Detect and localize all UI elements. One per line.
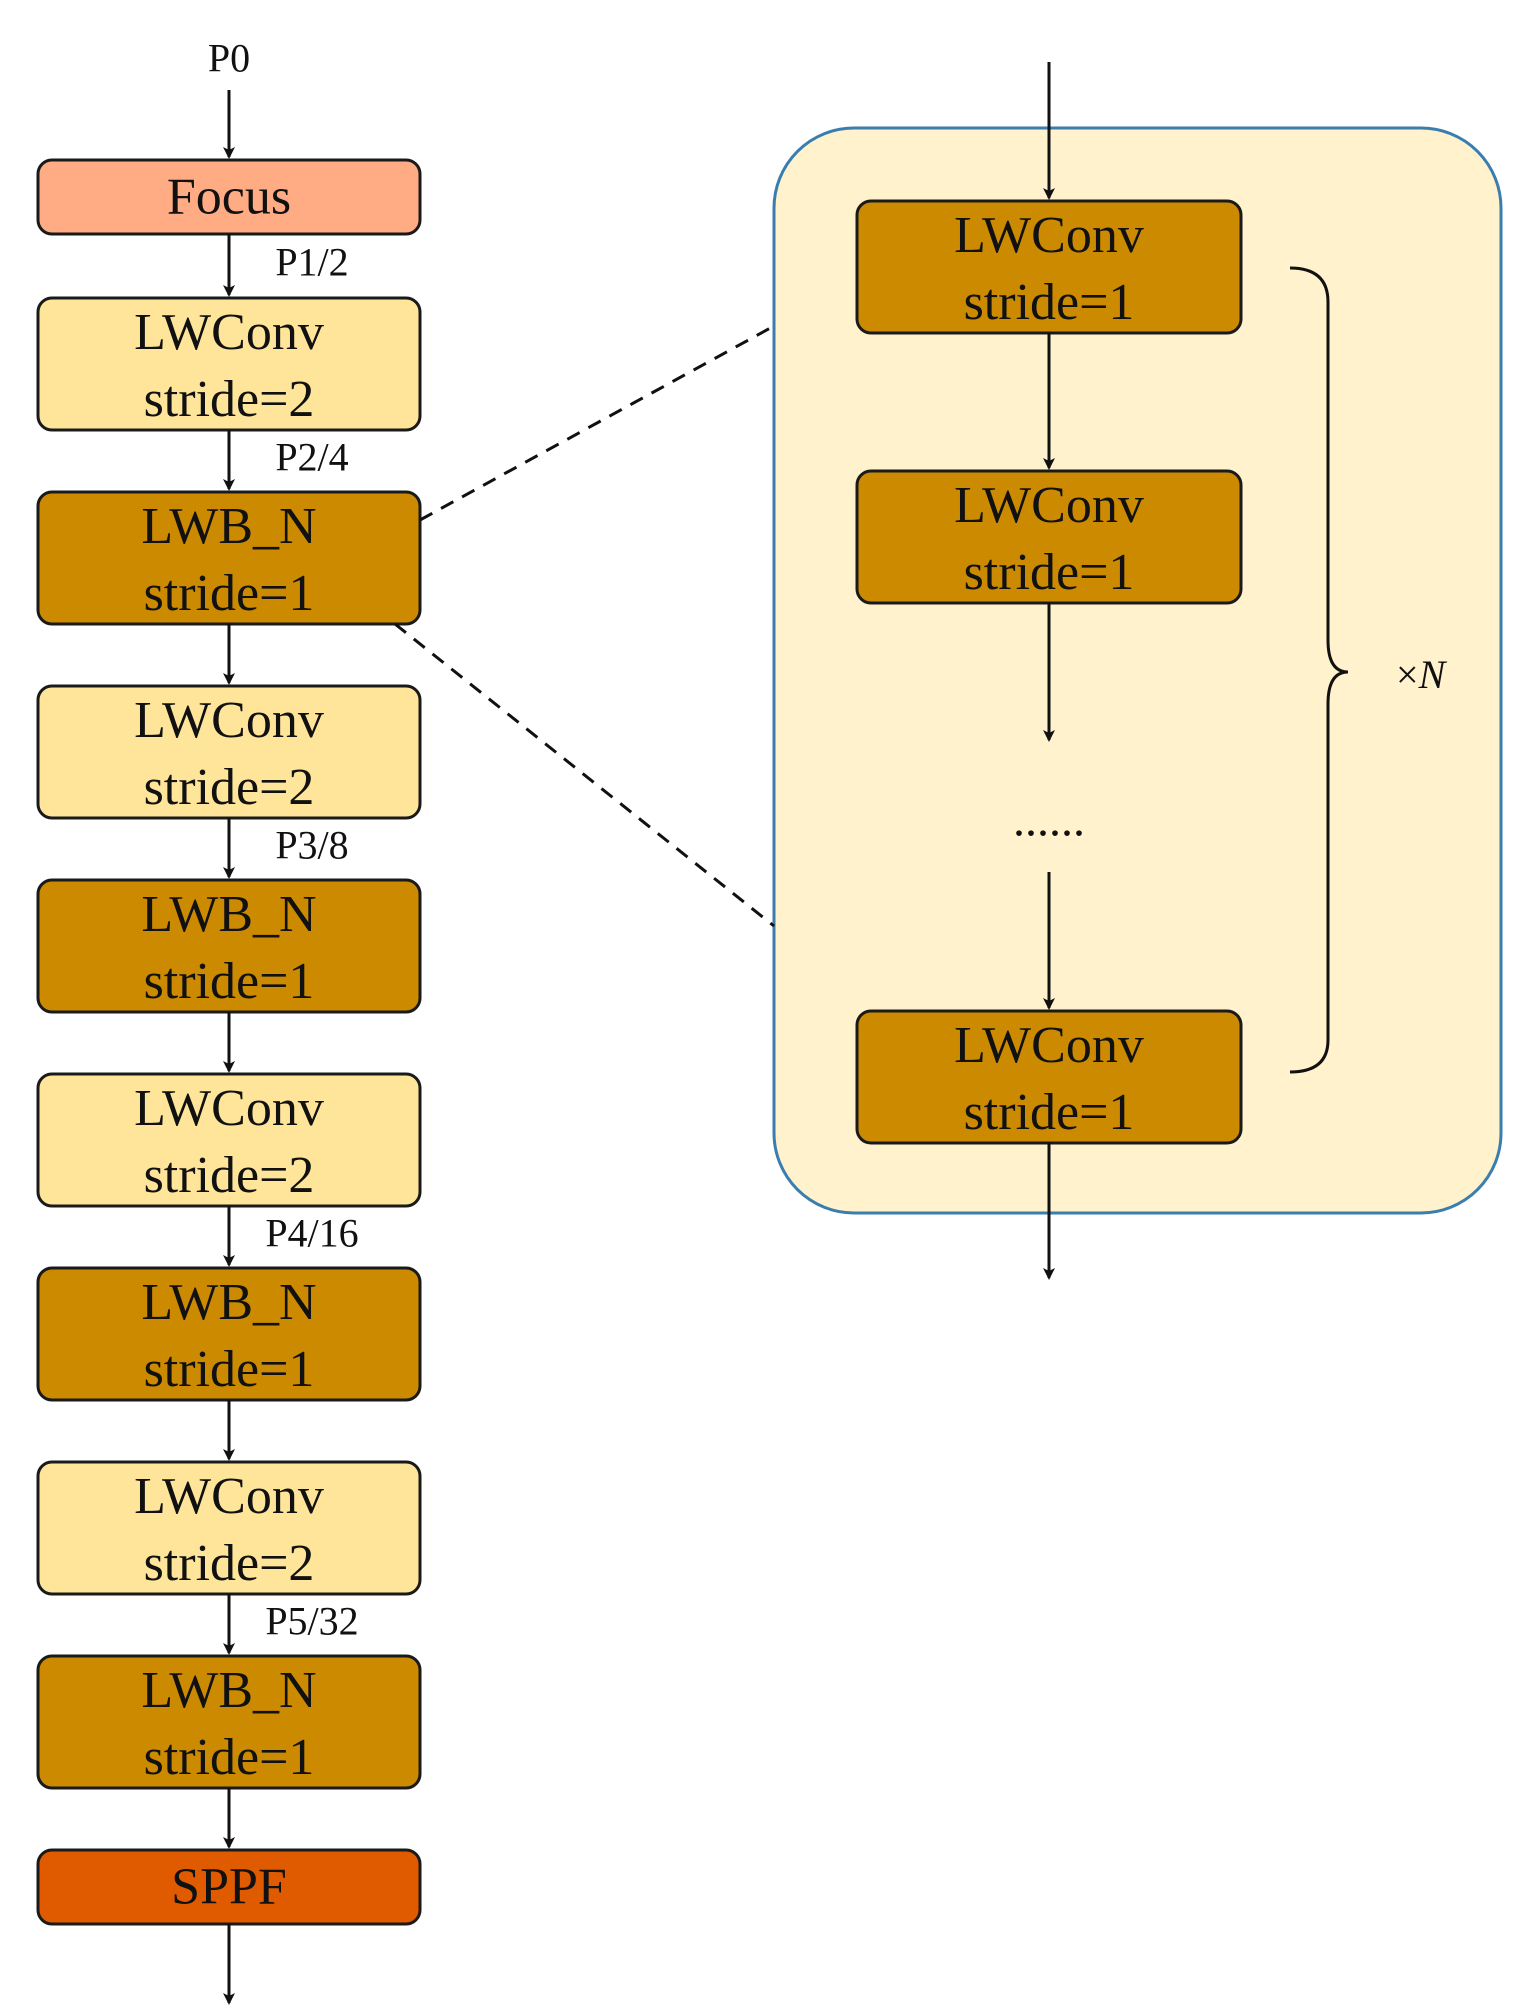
block-lwb-n-3: LWB_N stride=1 bbox=[36, 1266, 422, 1402]
block-lwconv-4: LWConv stride=2 bbox=[36, 1460, 422, 1596]
stage-label-P1-2: P1/2 bbox=[275, 240, 348, 285]
stage-label-P3-8: P3/8 bbox=[275, 823, 348, 868]
block-lwb-n-3-name: LWB_N bbox=[141, 1274, 316, 1331]
block-sppf-label: SPPF bbox=[171, 1859, 287, 1916]
repeat-brace bbox=[1289, 266, 1349, 1074]
block-lwconv-1: LWConv stride=2 bbox=[36, 296, 422, 432]
backbone-column: P0FocusP1/2LWConvstride=2P2/4LWB_Nstride… bbox=[36, 36, 775, 2005]
block-lwb-n-1: LWB_N stride=1 bbox=[36, 490, 422, 626]
stage-label-P5-32: P5/32 bbox=[265, 1599, 358, 1644]
block-focus: Focus bbox=[36, 158, 422, 236]
block-lwconv-2-stride: stride=2 bbox=[144, 759, 315, 816]
block-inner-lwconv-1: LWConv stride=1 bbox=[855, 199, 1243, 335]
block-lwconv-2: LWConv stride=2 bbox=[36, 684, 422, 820]
block-lwconv-3: LWConv stride=2 bbox=[36, 1072, 422, 1208]
block-lwb-n-4: LWB_N stride=1 bbox=[36, 1654, 422, 1790]
block-inner-lwconv-n-stride: stride=1 bbox=[964, 1084, 1135, 1141]
block-focus-label: Focus bbox=[167, 169, 291, 226]
block-lwb-n-4-name: LWB_N bbox=[141, 1662, 316, 1719]
block-lwb-n-1-stride: stride=1 bbox=[144, 565, 315, 622]
block-lwconv-2-name: LWConv bbox=[134, 692, 324, 749]
block-lwconv-4-stride: stride=2 bbox=[144, 1535, 315, 1592]
block-inner-lwconv-2: LWConv stride=1 bbox=[855, 469, 1243, 605]
block-lwconv-1-name: LWConv bbox=[134, 304, 324, 361]
block-lwconv-3-stride: stride=2 bbox=[144, 1147, 315, 1204]
block-inner-lwconv-1-stride: stride=1 bbox=[964, 274, 1135, 331]
repeat-times-symbol: × bbox=[1396, 652, 1419, 697]
ellipsis-more-blocks: ...... bbox=[1013, 794, 1085, 847]
expanded-lwb-n-detail: LWConvstride=1LWConvstride=1LWConvstride… bbox=[855, 62, 1448, 1280]
block-lwb-n-2-name: LWB_N bbox=[141, 886, 316, 943]
block-lwb-n-4-stride: stride=1 bbox=[144, 1729, 315, 1786]
block-lwconv-4-name: LWConv bbox=[134, 1468, 324, 1525]
zoom-line-bottom bbox=[394, 622, 775, 928]
block-inner-lwconv-n-name: LWConv bbox=[954, 1017, 1144, 1074]
block-inner-lwconv-n: LWConv stride=1 bbox=[855, 1009, 1243, 1145]
expanded-lwb-n-panel bbox=[772, 126, 1503, 1215]
block-lwb-n-2-stride: stride=1 bbox=[144, 953, 315, 1010]
block-inner-lwconv-2-stride: stride=1 bbox=[964, 544, 1135, 601]
block-lwb-n-2: LWB_N stride=1 bbox=[36, 878, 422, 1014]
block-lwb-n-3-stride: stride=1 bbox=[144, 1341, 315, 1398]
block-inner-lwconv-1-name: LWConv bbox=[954, 207, 1144, 264]
block-lwb-n-1-name: LWB_N bbox=[141, 498, 316, 555]
zoom-line-top bbox=[419, 324, 775, 522]
repeat-count-label: ×N bbox=[1396, 652, 1448, 697]
block-sppf: SPPF bbox=[36, 1848, 422, 1926]
stage-label-P4-16: P4/16 bbox=[265, 1211, 358, 1256]
block-inner-lwconv-2-name: LWConv bbox=[954, 477, 1144, 534]
block-lwconv-1-stride: stride=2 bbox=[144, 371, 315, 428]
stage-label-P2-4: P2/4 bbox=[275, 435, 348, 480]
input-label-p0: P0 bbox=[208, 36, 250, 81]
repeat-n-variable: N bbox=[1418, 652, 1448, 697]
block-lwconv-3-name: LWConv bbox=[134, 1080, 324, 1137]
